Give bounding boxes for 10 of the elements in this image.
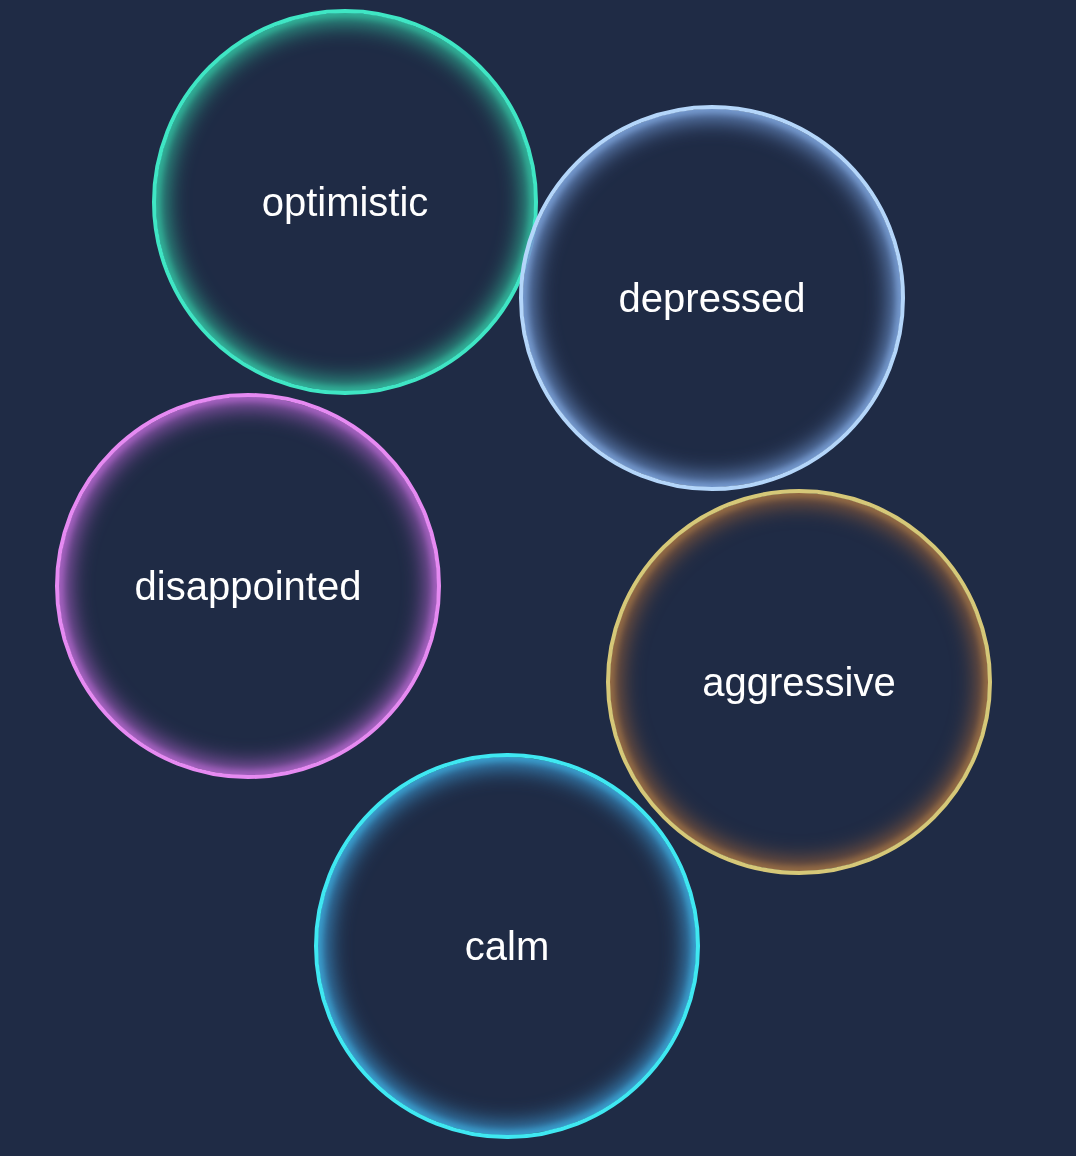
bubble-label: optimistic xyxy=(261,179,429,225)
ring-bubble xyxy=(519,105,905,491)
bubble-label: aggressive xyxy=(702,659,896,705)
ring-bubble xyxy=(152,9,538,395)
bubble-label: disappointed xyxy=(134,563,362,609)
ring-bubble xyxy=(314,753,700,1139)
ring-bubble xyxy=(55,393,441,779)
bubble-label: depressed xyxy=(618,275,806,321)
bubble-label: calm xyxy=(464,923,550,969)
ring-bubble xyxy=(606,489,992,875)
